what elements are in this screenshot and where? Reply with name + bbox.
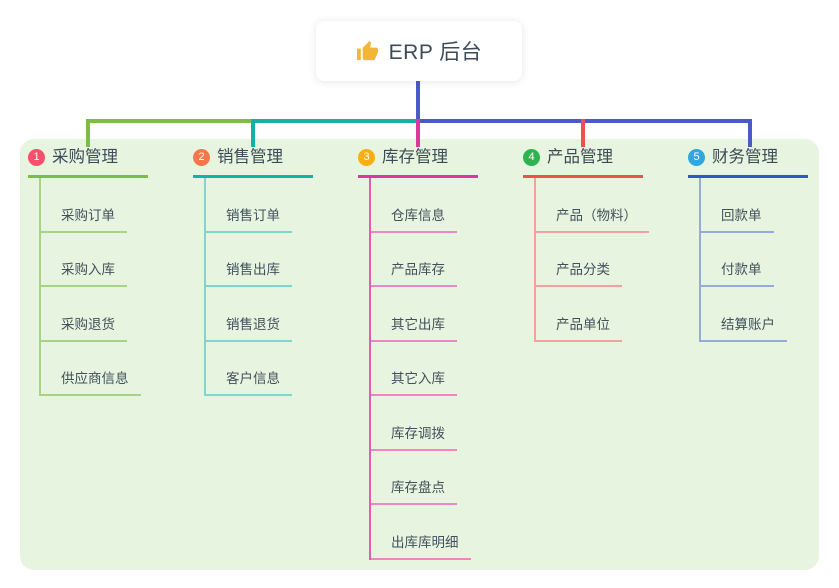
branch-drop-line-1 bbox=[86, 119, 90, 147]
branch-title: 销售管理 bbox=[217, 148, 283, 166]
child-node[interactable]: 回款单 bbox=[701, 208, 774, 233]
branch-drop-line-4 bbox=[581, 119, 585, 147]
child-node[interactable]: 仓库信息 bbox=[371, 208, 457, 233]
child-node[interactable]: 客户信息 bbox=[206, 371, 292, 396]
branch-children: 销售订单 销售出库 销售退货 客户信息 bbox=[204, 178, 292, 396]
branch-title: 产品管理 bbox=[547, 148, 613, 166]
child-node[interactable]: 销售订单 bbox=[206, 208, 292, 233]
branches-panel bbox=[20, 139, 819, 570]
branch-node-product[interactable]: 4 产品管理 bbox=[523, 146, 643, 178]
branch-node-purchase[interactable]: 1 采购管理 bbox=[28, 146, 148, 178]
branch-node-sales[interactable]: 2 销售管理 bbox=[193, 146, 313, 178]
branch-children: 产品（物料） 产品分类 产品单位 bbox=[534, 178, 649, 342]
root-node-label: ERP 后台 bbox=[388, 41, 483, 64]
child-node[interactable]: 产品单位 bbox=[536, 317, 622, 342]
child-node[interactable]: 库存盘点 bbox=[371, 480, 457, 505]
child-node[interactable]: 结算账户 bbox=[701, 317, 787, 342]
child-node[interactable]: 采购入库 bbox=[41, 262, 127, 287]
child-node[interactable]: 采购退货 bbox=[41, 317, 127, 342]
branch-product: 4 产品管理 产品（物料） 产品分类 产品单位 bbox=[523, 146, 649, 342]
child-node[interactable]: 其它出库 bbox=[371, 317, 457, 342]
child-node[interactable]: 其它入库 bbox=[371, 371, 457, 396]
branch-children: 回款单 付款单 结算账户 bbox=[699, 178, 787, 342]
branch-children: 采购订单 采购入库 采购退货 供应商信息 bbox=[39, 178, 141, 396]
branch-node-inventory[interactable]: 3 库存管理 bbox=[358, 146, 478, 178]
branch-sales: 2 销售管理 销售订单 销售出库 销售退货 客户信息 bbox=[193, 146, 313, 396]
branch-number-badge: 4 bbox=[523, 148, 540, 166]
child-node[interactable]: 付款单 bbox=[701, 262, 774, 287]
root-node[interactable]: ERP 后台 bbox=[316, 21, 522, 81]
child-node[interactable]: 销售退货 bbox=[206, 317, 292, 342]
root-stem-line bbox=[416, 81, 420, 123]
child-node[interactable]: 出库库明细 bbox=[371, 535, 471, 560]
branch-number-badge: 1 bbox=[28, 148, 45, 166]
branch-title: 财务管理 bbox=[712, 148, 778, 166]
child-node[interactable]: 供应商信息 bbox=[41, 371, 141, 396]
thumbs-up-icon bbox=[356, 40, 379, 63]
branch-inventory: 3 库存管理 仓库信息 产品库存 其它出库 其它入库 库存调拨 库存盘点 出库库… bbox=[358, 146, 478, 560]
branch-purchase: 1 采购管理 采购订单 采购入库 采购退货 供应商信息 bbox=[28, 146, 148, 396]
branch-finance: 5 财务管理 回款单 付款单 结算账户 bbox=[688, 146, 808, 342]
branch-drop-line-2 bbox=[251, 119, 255, 147]
child-node[interactable]: 销售出库 bbox=[206, 262, 292, 287]
junction-segment-left bbox=[86, 119, 253, 123]
branch-title: 采购管理 bbox=[52, 148, 118, 166]
branch-node-finance[interactable]: 5 财务管理 bbox=[688, 146, 808, 178]
branch-number-badge: 2 bbox=[193, 148, 210, 166]
child-node[interactable]: 采购订单 bbox=[41, 208, 127, 233]
branch-children: 仓库信息 产品库存 其它出库 其它入库 库存调拨 库存盘点 出库库明细 bbox=[369, 178, 471, 560]
junction-segment-middle bbox=[253, 119, 416, 123]
child-node[interactable]: 库存调拨 bbox=[371, 426, 457, 451]
branch-drop-line-3 bbox=[416, 119, 420, 147]
branch-drop-line-5 bbox=[748, 119, 752, 147]
branch-title: 库存管理 bbox=[382, 148, 448, 166]
child-node[interactable]: 产品库存 bbox=[371, 262, 457, 287]
branch-number-badge: 5 bbox=[688, 148, 705, 166]
child-node[interactable]: 产品（物料） bbox=[536, 208, 649, 233]
child-node[interactable]: 产品分类 bbox=[536, 262, 622, 287]
branch-number-badge: 3 bbox=[358, 148, 375, 166]
